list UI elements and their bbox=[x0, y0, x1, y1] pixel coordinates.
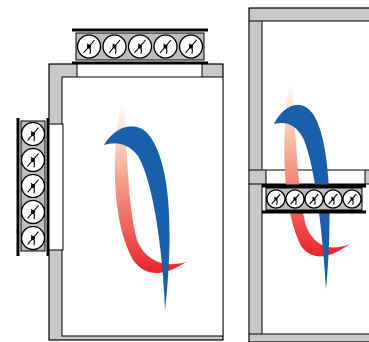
cool-airflow-arrow-icon bbox=[104, 126, 170, 310]
fan-icon bbox=[20, 121, 46, 147]
left-enclosure bbox=[47, 62, 224, 341]
fan-icon bbox=[127, 34, 153, 59]
fan-icon bbox=[20, 173, 46, 199]
fan-icon bbox=[20, 225, 46, 251]
fan-icon bbox=[178, 34, 204, 59]
left-top-opening bbox=[76, 62, 203, 78]
fan-icon bbox=[20, 147, 46, 173]
fan-row bbox=[76, 34, 204, 59]
fan-icon bbox=[76, 34, 102, 59]
fan-icon bbox=[20, 199, 46, 225]
left-side-opening bbox=[47, 123, 64, 251]
right-shelf-fan-unit bbox=[262, 184, 366, 214]
right-enclosure bbox=[248, 7, 369, 342]
fan-icon bbox=[285, 189, 305, 209]
left-top-fan-unit bbox=[72, 28, 208, 65]
left-airflow bbox=[104, 104, 186, 310]
fan-icon bbox=[342, 189, 362, 209]
fan-icon bbox=[102, 34, 127, 59]
fan-icon bbox=[304, 189, 324, 209]
fan-row bbox=[266, 189, 362, 209]
left-enclosure-interior bbox=[61, 76, 224, 337]
hot-airflow-arrow-icon bbox=[114, 104, 186, 273]
fan-column bbox=[20, 121, 46, 251]
cool-airflow-arrow-icon bbox=[274, 104, 330, 290]
left-side-fan-unit bbox=[16, 118, 50, 256]
fan-icon bbox=[266, 189, 286, 209]
fan-icon bbox=[153, 34, 178, 59]
fan-icon bbox=[323, 189, 343, 209]
